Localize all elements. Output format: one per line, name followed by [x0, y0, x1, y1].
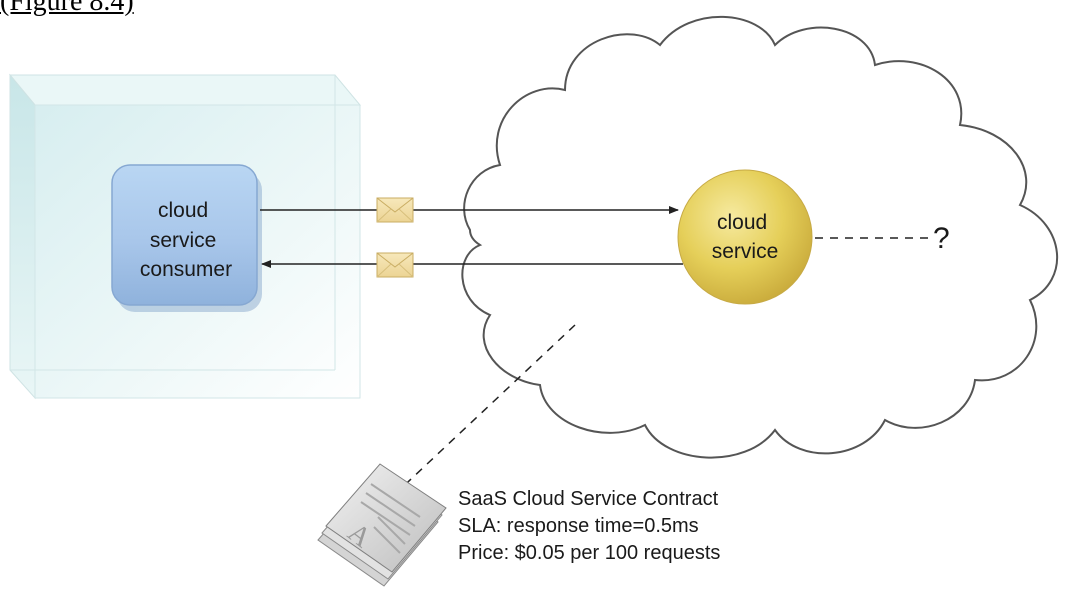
contract-text: SaaS Cloud Service Contract SLA: respons… — [458, 488, 724, 564]
contract-price: Price: $0.05 per 100 requests — [458, 542, 720, 564]
cloud-service: cloud service — [677, 169, 813, 305]
consumer-label: cloud service consumer — [140, 199, 232, 281]
consumer-label-line-1: cloud — [158, 199, 208, 222]
cloud-service-consumer: cloud service consumer — [111, 164, 262, 312]
response-message-envelope-icon — [376, 252, 414, 278]
service-sphere — [677, 169, 813, 305]
container-left-face — [9, 73, 36, 400]
consumer-label-line-2: service — [150, 229, 217, 252]
contract-title: SaaS Cloud Service Contract — [458, 488, 719, 510]
service-label-line-1: cloud — [717, 211, 767, 234]
contract-document-icon: A — [317, 463, 447, 587]
contract-sla: SLA: response time=0.5ms — [458, 515, 699, 537]
request-message-envelope-icon — [376, 197, 414, 223]
service-label: cloud service — [712, 211, 779, 263]
unknown-marker: ? — [933, 222, 950, 255]
figure-caption: (Figure 8.4) — [0, 0, 134, 17]
consumer-label-line-3: consumer — [140, 258, 232, 281]
consumer-box — [111, 164, 258, 306]
container-back-face — [8, 74, 362, 106]
service-label-line-2: service — [712, 240, 779, 263]
contract-link — [392, 324, 576, 497]
